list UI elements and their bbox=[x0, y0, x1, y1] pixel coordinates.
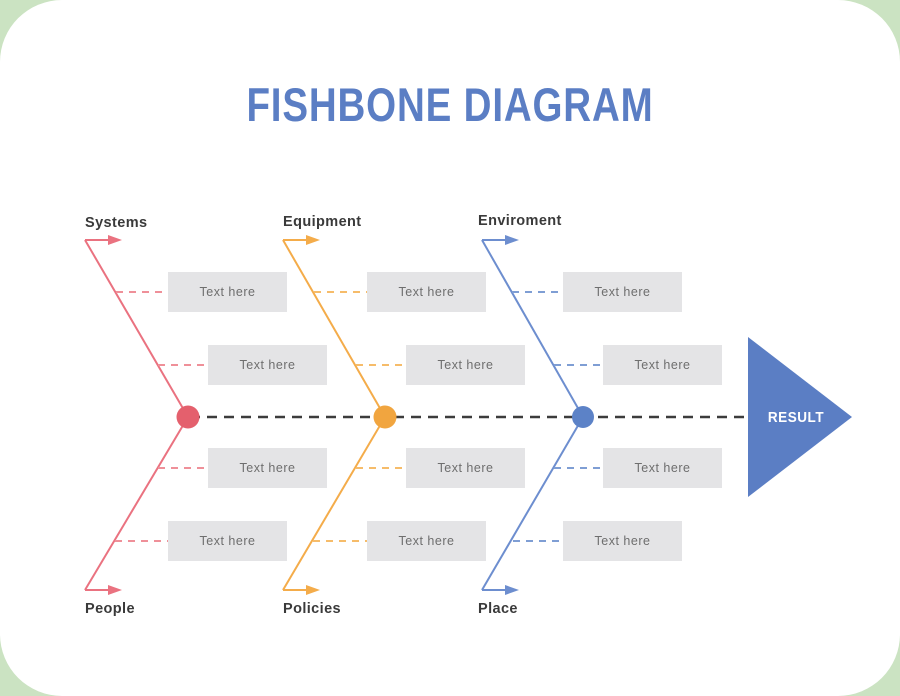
text-placeholder-box[interactable]: Text here bbox=[563, 521, 682, 561]
category-label-policies[interactable]: Policies bbox=[283, 601, 342, 617]
branch-line bbox=[282, 239, 386, 418]
branch-enviroment-place bbox=[481, 235, 603, 595]
branch-arrow-icon bbox=[108, 235, 122, 245]
text-placeholder-box[interactable]: Text here bbox=[603, 345, 722, 385]
text-placeholder-box[interactable]: Text here bbox=[168, 272, 287, 312]
branch-line bbox=[481, 416, 584, 591]
text-placeholder-box[interactable]: Text here bbox=[406, 345, 525, 385]
branch-line bbox=[84, 416, 189, 591]
branch-line bbox=[84, 239, 189, 418]
branch-arrow-icon bbox=[306, 585, 320, 595]
spine-node-dot bbox=[373, 405, 397, 429]
text-placeholder-box[interactable]: Text here bbox=[208, 345, 327, 385]
branch-arrow-icon bbox=[108, 585, 122, 595]
text-placeholder-box[interactable]: Text here bbox=[563, 272, 682, 312]
branch-equipment-policies bbox=[282, 235, 406, 595]
text-placeholder-box[interactable]: Text here bbox=[603, 448, 722, 488]
spine-node-dot bbox=[572, 406, 594, 428]
text-placeholder-box[interactable]: Text here bbox=[168, 521, 287, 561]
branch-arrow-icon bbox=[306, 235, 320, 245]
category-label-people[interactable]: People bbox=[85, 601, 135, 617]
category-label-equipment[interactable]: Equipment bbox=[283, 214, 362, 230]
page-title: FISHBONE DIAGRAM bbox=[246, 78, 654, 131]
result-arrow-icon bbox=[748, 337, 852, 497]
branch-arrow-icon bbox=[505, 235, 519, 245]
result-label: RESULT bbox=[767, 408, 825, 426]
branch-line bbox=[282, 416, 386, 591]
category-label-systems[interactable]: Systems bbox=[85, 215, 148, 231]
branch-arrow-icon bbox=[505, 585, 519, 595]
branch-systems-people bbox=[84, 235, 208, 595]
text-placeholder-box[interactable]: Text here bbox=[367, 521, 486, 561]
text-placeholder-box[interactable]: Text here bbox=[367, 272, 486, 312]
category-label-enviroment[interactable]: Enviroment bbox=[478, 213, 562, 229]
spine-node-dot bbox=[176, 405, 200, 429]
text-placeholder-box[interactable]: Text here bbox=[208, 448, 327, 488]
category-label-place[interactable]: Place bbox=[478, 601, 518, 617]
branch-line bbox=[481, 239, 584, 418]
text-placeholder-box[interactable]: Text here bbox=[406, 448, 525, 488]
